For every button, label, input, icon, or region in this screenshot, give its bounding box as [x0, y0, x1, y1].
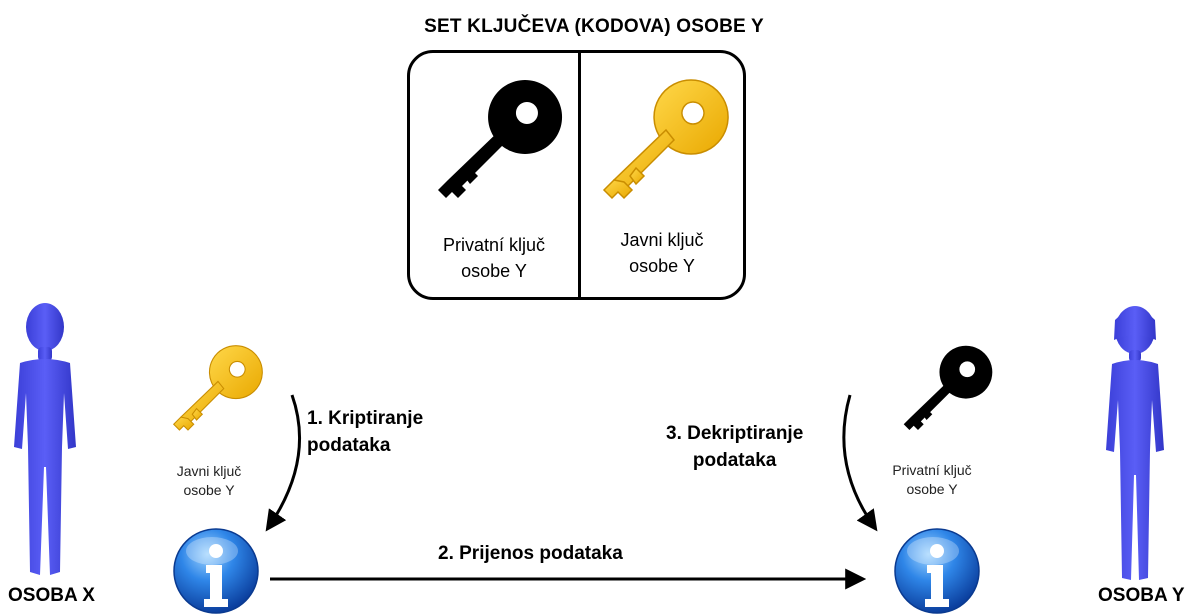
- step3-label: 3. Dekriptiranje podataka: [666, 420, 803, 474]
- info-icon: [894, 528, 980, 614]
- public-key-label-line1: Javni ključ: [620, 230, 704, 250]
- step2-label: 2. Prijenos podataka: [438, 543, 623, 564]
- black-key-icon: [438, 80, 563, 198]
- yellow-key-icon: [602, 79, 729, 200]
- right-key-label-line1: Privatní ključ: [892, 462, 972, 478]
- step3-label-line1: 3. Dekriptiranje: [666, 423, 804, 444]
- private-key-label: Privatní ključ osobe Y: [414, 232, 574, 284]
- diagram-title: SET KLJUČEVA (KODOVA) OSOBE Y: [424, 16, 764, 37]
- step1-label-line1: 1. Kriptiranje: [307, 408, 424, 429]
- person-y-label: OSOBA Y: [1098, 585, 1185, 606]
- left-key-label-line2: osobe Y: [183, 482, 235, 498]
- info-icon: [173, 528, 259, 614]
- step1-label: 1. Kriptiranje podataka: [307, 405, 423, 459]
- person-x-icon: [14, 303, 76, 575]
- private-key-label-line2: osobe Y: [461, 261, 527, 281]
- keyset-box: [407, 50, 746, 300]
- person-y-icon: [1106, 306, 1164, 580]
- public-key-label: Javni ključ osobe Y: [582, 227, 742, 279]
- private-key-label-line1: Privatní ključ: [442, 235, 546, 255]
- keyset-divider: [578, 50, 581, 300]
- public-key-label-line2: osobe Y: [629, 256, 695, 276]
- right-key-label-line2: osobe Y: [906, 481, 958, 497]
- black-key-icon: [903, 345, 993, 430]
- left-key-label: Javni ključ osobe Y: [164, 462, 254, 500]
- yellow-key-icon: [172, 345, 263, 431]
- left-key-label-line1: Javni ključ: [176, 463, 242, 479]
- right-key-label: Privatní ključ osobe Y: [872, 461, 992, 499]
- encrypt-arrow: [265, 394, 302, 532]
- step1-label-line2: podataka: [307, 435, 391, 456]
- decrypt-arrow: [842, 394, 878, 532]
- step3-label-line2: podataka: [692, 450, 777, 471]
- person-x-label: OSOBA X: [8, 585, 95, 606]
